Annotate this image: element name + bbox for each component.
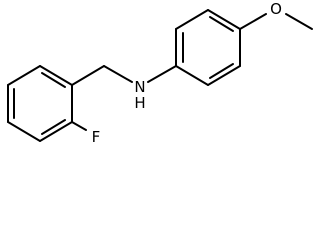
oxygen-label: O	[270, 0, 282, 18]
amine-group: N H	[134, 78, 145, 112]
hydrogen-label: H	[134, 94, 145, 112]
chemical-structure-diagram: F N H O	[7, 0, 313, 146]
nitrogen-label: N	[134, 78, 145, 96]
fluorophenyl-ring	[7, 65, 73, 142]
aryl-o-bond	[239, 13, 267, 30]
methoxyphenyl-ring	[175, 9, 241, 86]
benzyl-bond	[71, 65, 105, 86]
nh-aryl-bond	[147, 65, 177, 83]
fluoro-bond	[71, 121, 87, 131]
o-methyl-bond	[285, 13, 313, 30]
fluorine-label: F	[92, 128, 101, 146]
ch2-nh-bond	[103, 65, 133, 83]
